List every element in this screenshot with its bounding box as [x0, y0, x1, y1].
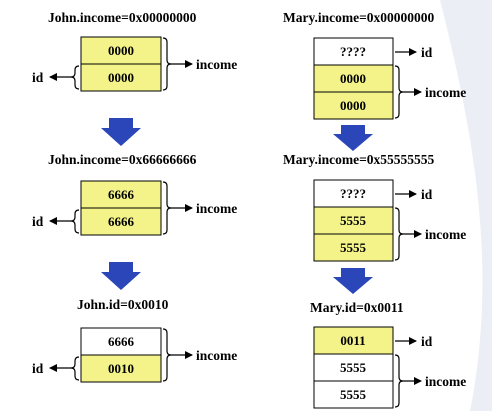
left-step-3-income-label: income [196, 348, 237, 363]
left-step-1: John.income=0x00000000 0000 0000 income … [32, 10, 237, 92]
left-step-1-cell-2 [80, 63, 162, 92]
right-step-1-cell-1-text: ???? [340, 44, 366, 59]
left-step-2-title: John.income=0x66666666 [48, 152, 197, 167]
left-transition-arrow-2 [101, 262, 141, 290]
left-step-3-cell-1-text: 6666 [108, 334, 135, 349]
right-step-1: Mary.income=0x00000000 ???? 0000 0000 id… [283, 10, 466, 120]
right-step-3-cell-3-text: 5555 [340, 387, 367, 402]
right-step-3-cell-1 [313, 326, 394, 355]
left-step-2-cell-1 [80, 180, 162, 209]
right-step-1-income-label: income [425, 85, 466, 100]
right-step-3-cell-2 [313, 353, 394, 382]
left-step-3-id-brace [70, 356, 80, 381]
left-step-3-income-brace [162, 328, 172, 382]
right-step-2: Mary.income=0x55555555 ???? 5555 5555 id… [283, 152, 466, 262]
right-step-2-cell-2 [313, 206, 394, 235]
right-step-1-cell-3-text: 0000 [340, 98, 366, 113]
right-step-3-id-label: id [421, 334, 433, 349]
left-transition-arrow-1 [101, 118, 141, 146]
right-step-1-title: Mary.income=0x00000000 [283, 10, 435, 25]
left-step-2-cell-2 [80, 207, 162, 236]
left-step-3-title: John.id=0x0010 [77, 297, 169, 312]
right-transition-arrow-1 [333, 125, 373, 151]
left-step-3-cell-2-text: 0010 [108, 361, 134, 376]
left-step-1-cell-1-text: 0000 [108, 43, 134, 58]
left-step-1-id-label: id [32, 70, 44, 85]
right-step-1-cell-2-text: 0000 [340, 71, 366, 86]
left-step-2-cell-2-text: 6666 [108, 214, 135, 229]
right-step-2-income-brace [394, 207, 404, 261]
right-step-2-cell-3 [313, 233, 394, 262]
left-step-1-income-label: income [196, 57, 237, 72]
left-step-3-cell-1 [80, 327, 162, 356]
left-step-1-title: John.income=0x00000000 [48, 10, 197, 25]
right-step-3-cell-1-text: 0011 [340, 333, 365, 348]
right-step-3-title: Mary.id=0x0011 [310, 300, 404, 315]
right-step-1-cell-2 [313, 64, 394, 93]
left-step-1-income-brace [162, 37, 172, 91]
right-step-3-income-brace [394, 354, 404, 408]
right-step-2-id-label: id [421, 187, 433, 202]
right-step-3-cell-2-text: 5555 [340, 360, 367, 375]
left-step-2-income-label: income [196, 201, 237, 216]
right-step-2-title: Mary.income=0x55555555 [283, 152, 435, 167]
left-step-1-id-brace [70, 65, 80, 90]
left-step-1-cell-1 [80, 36, 162, 65]
right-step-2-cell-1 [313, 179, 394, 208]
right-step-2-cell-2-text: 5555 [340, 213, 367, 228]
right-step-2-income-label: income [425, 227, 466, 242]
left-step-1-cell-2-text: 0000 [108, 70, 134, 85]
right-step-3: Mary.id=0x0011 0011 5555 5555 id income [310, 300, 466, 409]
left-step-2-income-brace [162, 181, 172, 235]
right-step-2-cell-3-text: 5555 [340, 240, 367, 255]
right-step-1-income-brace [394, 65, 404, 119]
left-step-3-id-label: id [32, 361, 44, 376]
right-step-1-cell-3 [313, 91, 394, 120]
left-step-2: John.income=0x66666666 6666 6666 income … [32, 152, 237, 236]
right-step-2-cell-1-text: ???? [340, 186, 366, 201]
right-step-1-id-label: id [421, 45, 433, 60]
right-transition-arrow-2 [333, 268, 373, 294]
left-step-3-cell-2 [80, 354, 162, 383]
right-step-3-cell-3 [313, 380, 394, 409]
left-step-2-cell-1-text: 6666 [108, 187, 135, 202]
left-step-2-id-brace [70, 209, 80, 234]
left-step-2-id-label: id [32, 214, 44, 229]
background-curve [440, 0, 492, 411]
left-step-3: John.id=0x0010 6666 0010 income id [32, 297, 237, 383]
right-step-3-income-label: income [425, 374, 466, 389]
right-step-1-cell-1 [313, 37, 394, 66]
